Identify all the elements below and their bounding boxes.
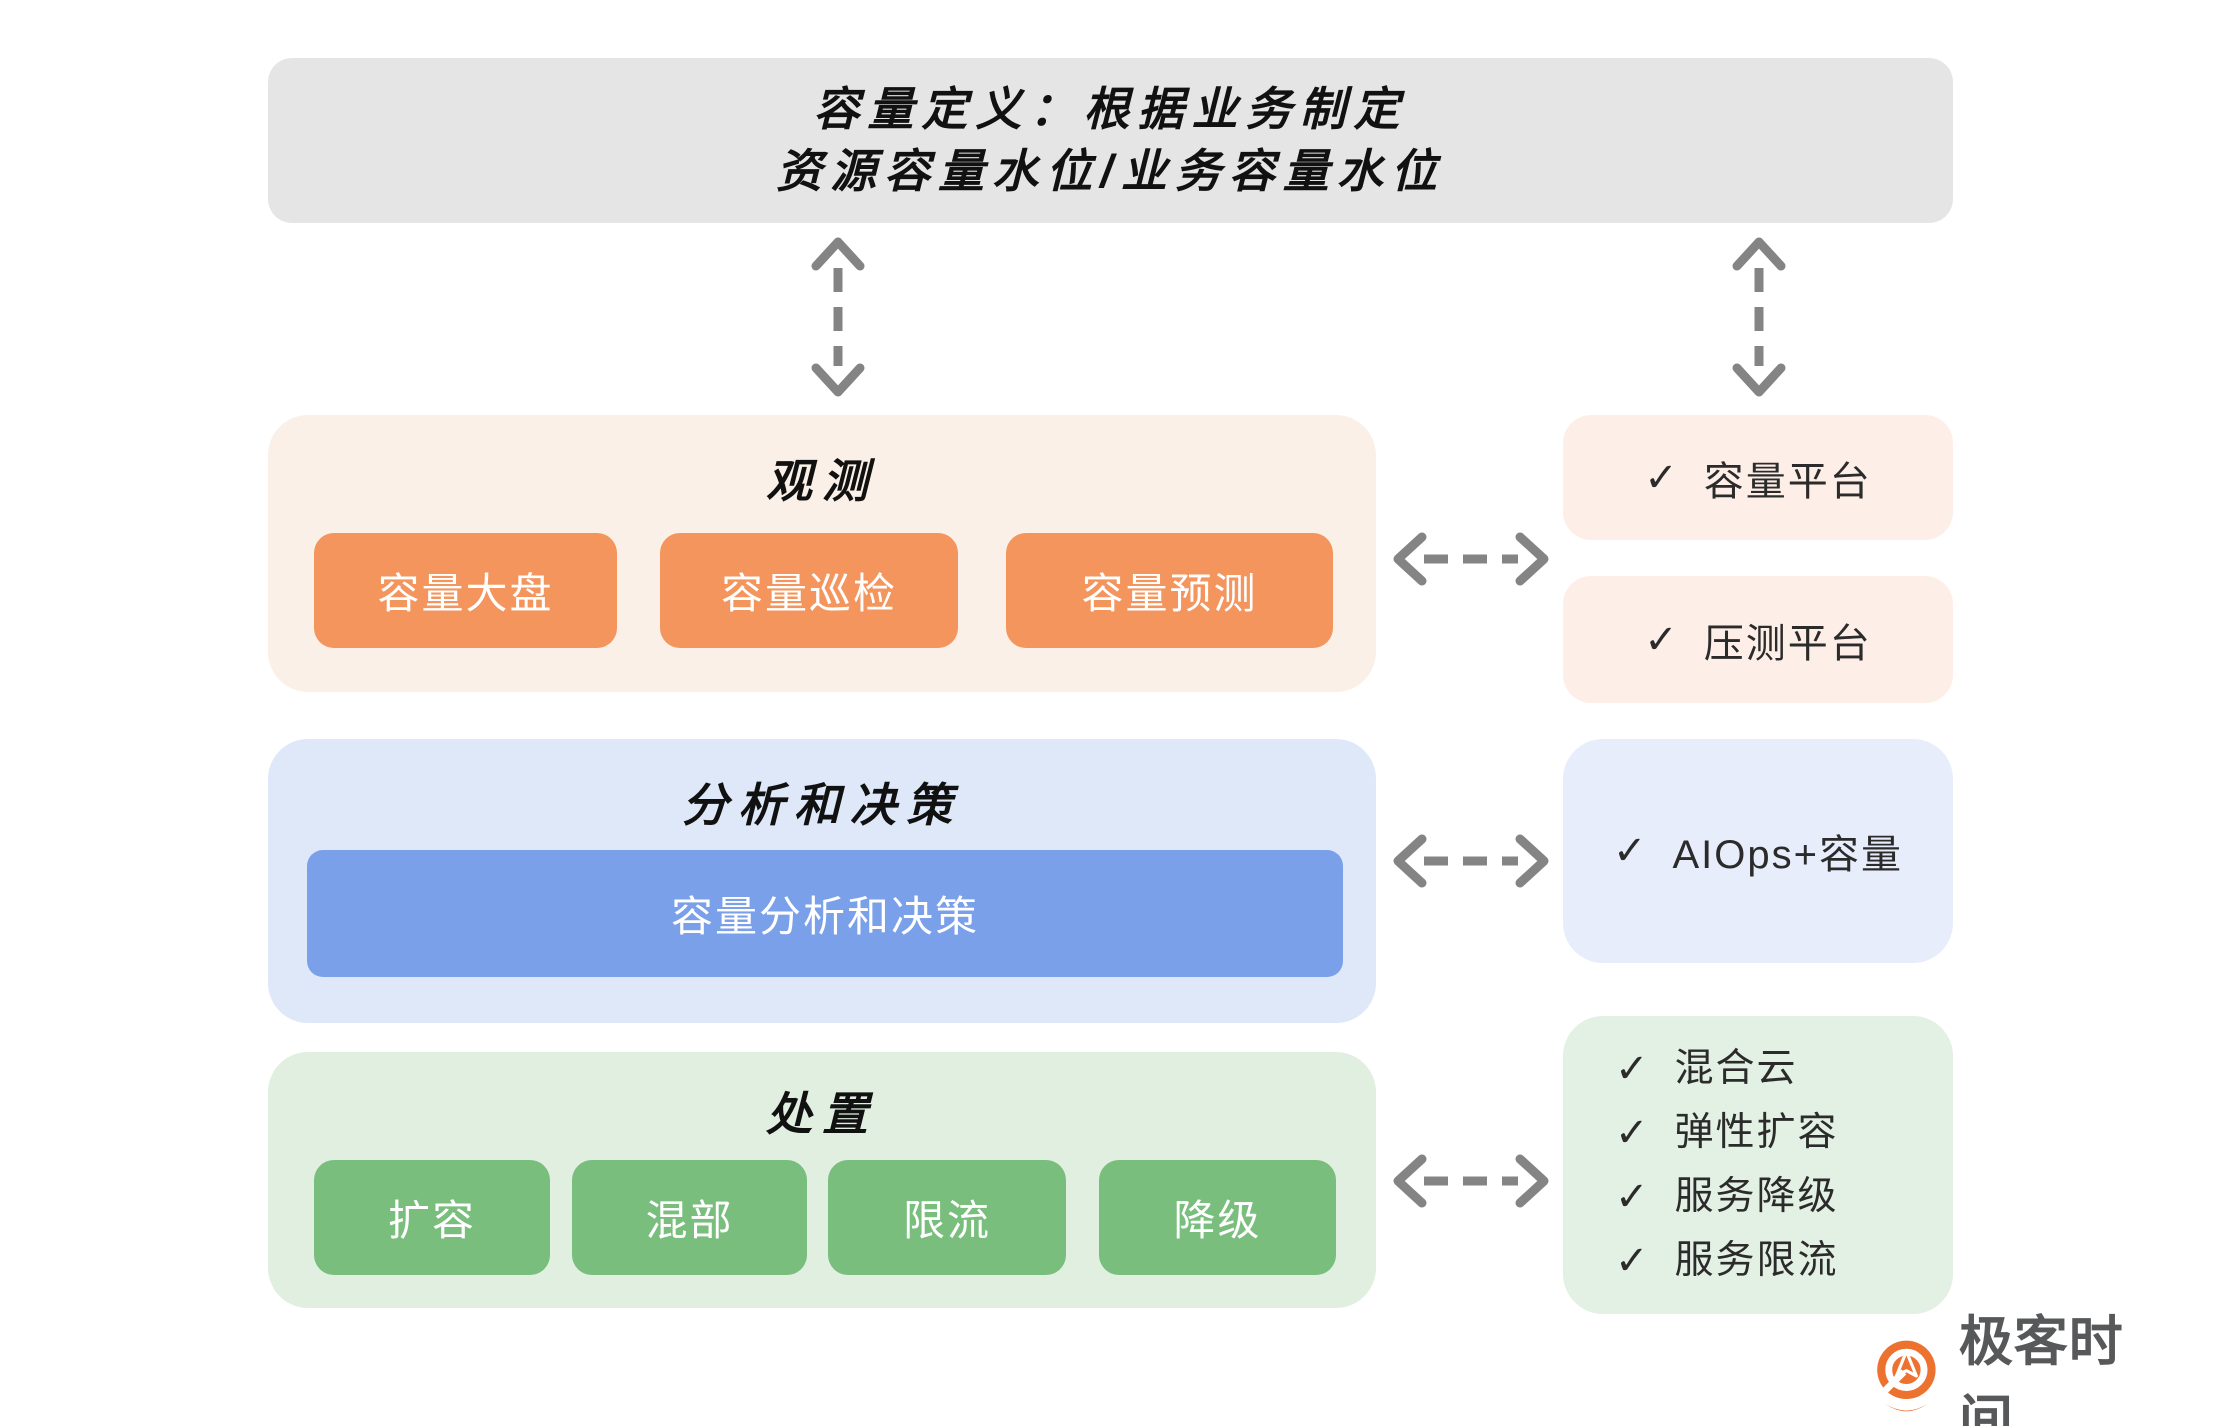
horizontal-arrow-handle-icon bbox=[1393, 1154, 1549, 1208]
analyze-section: 分析和决策 容量分析和决策 bbox=[268, 739, 1376, 1023]
check-icon: ✓ bbox=[1615, 1239, 1651, 1283]
elastic-scaling-label: 弹性扩容 bbox=[1674, 1110, 1839, 1154]
observe-section: 观测 容量大盘 容量巡检 容量预测 bbox=[268, 415, 1376, 692]
capacity-inspection-node: 容量巡检 bbox=[660, 533, 958, 648]
stress-test-platform-label: 压测平台 bbox=[1703, 621, 1872, 666]
horizontal-arrow-analyze-icon bbox=[1393, 834, 1549, 888]
scale-out-node: 扩容 bbox=[314, 1160, 550, 1275]
capacity-analysis-decision-node: 容量分析和决策 bbox=[307, 850, 1343, 977]
rate-limit-node: 限流 bbox=[828, 1160, 1066, 1275]
colocation-node: 混部 bbox=[572, 1160, 807, 1275]
check-icon: ✓ bbox=[1644, 617, 1680, 662]
handle-title: 处置 bbox=[766, 1088, 878, 1140]
capacity-dashboard-node: 容量大盘 bbox=[314, 533, 617, 648]
check-icon: ✓ bbox=[1615, 1111, 1651, 1155]
degrade-node: 降级 bbox=[1099, 1160, 1336, 1275]
hybrid-cloud-label: 混合云 bbox=[1674, 1046, 1798, 1090]
service-degrade-label: 服务降级 bbox=[1674, 1174, 1839, 1218]
definition-line-1: 容量定义：根据业务制定 bbox=[813, 83, 1408, 136]
service-rate-limit-label: 服务限流 bbox=[1674, 1238, 1839, 1282]
analyze-title: 分析和决策 bbox=[682, 779, 962, 831]
capacity-platform-panel: ✓ 容量平台 bbox=[1563, 415, 1953, 540]
vertical-arrow-left-icon bbox=[811, 237, 865, 397]
check-icon: ✓ bbox=[1612, 829, 1649, 873]
aiops-capacity-panel: ✓ AIOps+容量 bbox=[1563, 739, 1953, 963]
check-icon: ✓ bbox=[1615, 1175, 1651, 1219]
aiops-capacity-label: AIOps+容量 bbox=[1672, 833, 1904, 877]
check-icon: ✓ bbox=[1615, 1047, 1651, 1091]
geektime-logo-text: 极客时间 bbox=[1958, 1312, 2124, 1426]
horizontal-arrow-observe-icon bbox=[1393, 532, 1549, 586]
observe-title: 观测 bbox=[766, 455, 878, 507]
geektime-logo: 极客时间 bbox=[1868, 1312, 2160, 1426]
capacity-forecast-node: 容量预测 bbox=[1006, 533, 1333, 648]
definition-line-2: 资源容量水位/业务容量水位 bbox=[776, 144, 1445, 197]
stress-test-platform-panel: ✓ 压测平台 bbox=[1563, 576, 1953, 703]
vertical-arrow-right-icon bbox=[1732, 237, 1786, 397]
capacity-definition-box: 容量定义：根据业务制定 资源容量水位/业务容量水位 bbox=[268, 58, 1953, 223]
handle-section: 处置 扩容 混部 限流 降级 bbox=[268, 1052, 1376, 1308]
handle-options-panel: ✓ 混合云 ✓ 弹性扩容 ✓ 服务降级 ✓ 服务限流 bbox=[1563, 1016, 1953, 1314]
geektime-logo-icon bbox=[1877, 1340, 1936, 1412]
check-icon: ✓ bbox=[1644, 455, 1680, 500]
capacity-platform-label: 容量平台 bbox=[1703, 459, 1872, 504]
